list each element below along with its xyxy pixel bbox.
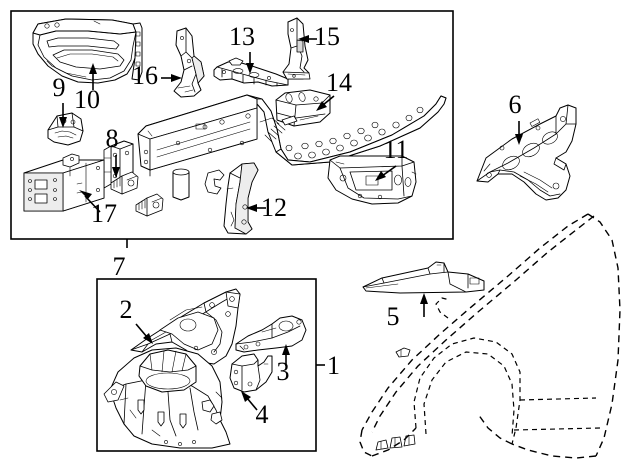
callout-label-4[interactable]: 4 bbox=[256, 400, 269, 429]
leader-17 bbox=[79, 190, 101, 213]
leader-3 bbox=[282, 344, 290, 366]
part-wheelhouse-inner-panel bbox=[103, 347, 231, 449]
leader-6 bbox=[515, 121, 523, 145]
part-apron-mounting-bracket bbox=[235, 315, 307, 353]
part-upper-tie-bracket bbox=[282, 17, 311, 80]
leader-16 bbox=[161, 74, 182, 82]
part-main-side-rail bbox=[137, 94, 447, 177]
callout-label-7[interactable]: 7 bbox=[113, 252, 126, 281]
callout-label-17[interactable]: 17 bbox=[91, 199, 117, 228]
leader-5 bbox=[420, 293, 428, 317]
leader-11 bbox=[375, 165, 397, 181]
callout-label-12[interactable]: 12 bbox=[261, 193, 287, 222]
part-front-bumper-crush-box bbox=[23, 153, 105, 212]
part-bolt-lower bbox=[135, 193, 164, 217]
leader-15 bbox=[298, 35, 317, 43]
leader-10 bbox=[89, 63, 97, 90]
callout-label-5[interactable]: 5 bbox=[387, 302, 400, 331]
leader-2 bbox=[135, 323, 153, 344]
callout-label-14[interactable]: 14 bbox=[326, 68, 352, 97]
part-rail-front-reinforcement bbox=[275, 89, 331, 127]
leader-12 bbox=[246, 204, 266, 212]
callout-label-11[interactable]: 11 bbox=[383, 135, 408, 164]
part-wheelhouse-outer-panel bbox=[32, 18, 143, 84]
part-bolt-upper bbox=[110, 171, 139, 195]
callout-label-10[interactable]: 10 bbox=[74, 85, 100, 114]
callout-label-15[interactable]: 15 bbox=[314, 22, 340, 51]
part-fender-outline-phantom bbox=[359, 213, 621, 459]
callout-label-13[interactable]: 13 bbox=[229, 22, 255, 51]
part-apron-lower-bracket bbox=[229, 353, 273, 393]
callout-label-2[interactable]: 2 bbox=[120, 295, 133, 324]
part-side-support-bracket bbox=[173, 27, 205, 98]
leader-14 bbox=[316, 95, 335, 111]
leader-13 bbox=[246, 52, 254, 74]
part-radiator-support-side-member bbox=[476, 104, 577, 201]
leader-4 bbox=[241, 391, 258, 411]
leader-9 bbox=[59, 103, 67, 128]
part-sleeve-collar bbox=[172, 168, 190, 201]
leader-8 bbox=[112, 155, 120, 178]
callout-label-6[interactable]: 6 bbox=[509, 90, 522, 119]
part-mount-cushion-bracket bbox=[47, 112, 84, 146]
group-box-upper-assembly bbox=[10, 10, 454, 240]
part-gusset-plate bbox=[213, 57, 289, 87]
part-rail-closing-plate bbox=[223, 162, 259, 235]
callout-label-9[interactable]: 9 bbox=[53, 73, 66, 102]
part-fender-side-rail bbox=[362, 261, 485, 294]
callout-label-3[interactable]: 3 bbox=[277, 357, 290, 386]
part-apron-upper-reinforcement bbox=[130, 288, 241, 365]
callout-label-8[interactable]: 8 bbox=[106, 124, 119, 153]
part-small-clip-bracket bbox=[204, 169, 225, 195]
callout-label-16[interactable]: 16 bbox=[132, 61, 158, 90]
callout-label-1[interactable]: 1 bbox=[327, 351, 340, 380]
